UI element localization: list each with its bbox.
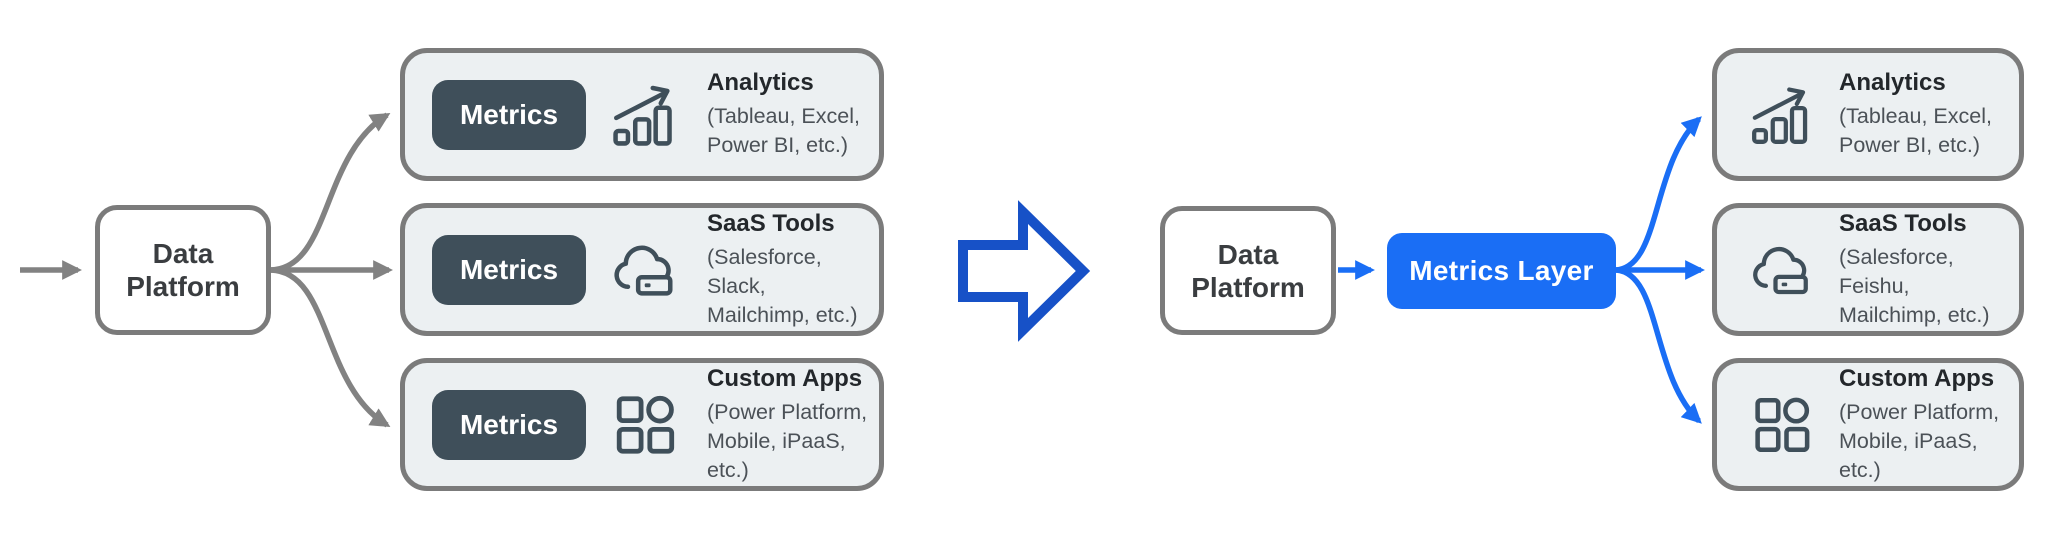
trend-bar-chart-icon: [1748, 82, 1814, 148]
metrics-badge: Metrics: [432, 389, 586, 460]
apps-grid-icon: [609, 390, 679, 460]
right-block-arrow-icon: [958, 200, 1091, 342]
after-saas-tools-sub2: Mailchimp, etc.): [1839, 302, 1990, 327]
before-custom-apps-box: Metrics Custom Apps (Power Platform, Mob…: [400, 358, 884, 491]
after-saas-tools-sub1: (Salesforce, Feishu,: [1839, 244, 1954, 298]
before-saas-tools-sub1: (Salesforce, Slack,: [707, 244, 822, 298]
after-custom-apps-title: Custom Apps: [1839, 364, 1995, 392]
before-custom-apps-title: Custom Apps: [707, 364, 863, 392]
before-saas-tools-box: Metrics SaaS Tools (Salesforce, Slack, M…: [400, 203, 884, 336]
metrics-layer-node: Metrics Layer: [1387, 233, 1616, 309]
after-fanout-connectors: [1615, 116, 1705, 424]
after-custom-apps-sub1: (Power Platform,: [1839, 399, 2000, 424]
after-saas-tools-box: SaaS Tools (Salesforce, Feishu, Mailchim…: [1712, 203, 2024, 336]
after-data-platform-label: Data Platform: [1191, 238, 1305, 303]
before-analytics-sub2: Power BI, etc.): [707, 133, 848, 157]
before-saas-tools-title: SaaS Tools: [707, 209, 835, 237]
entry-arrow: [20, 260, 82, 280]
after-saas-tools-title: SaaS Tools: [1839, 209, 1967, 237]
before-fanout-connectors: [270, 112, 393, 428]
before-analytics-box: Metrics Analytics (Tableau, Excel, Power…: [400, 48, 884, 181]
after-data-platform-node: Data Platform: [1160, 206, 1336, 335]
metrics-badge: Metrics: [432, 79, 586, 150]
after-analytics-sub1: (Tableau, Excel,: [1839, 104, 1992, 128]
after-analytics-title: Analytics: [1839, 69, 1946, 96]
after-custom-apps-box: Custom Apps (Power Platform, Mobile, iPa…: [1712, 358, 2024, 491]
cloud-server-icon: [1748, 237, 1814, 303]
after-analytics-sub2: Power BI, etc.): [1839, 133, 1980, 157]
after-analytics-box: Analytics (Tableau, Excel, Power BI, etc…: [1712, 48, 2024, 181]
apps-grid-icon: [1748, 392, 1814, 458]
after-dp-to-metrics-arrow: [1338, 260, 1375, 280]
cloud-server-icon: [609, 235, 679, 305]
before-custom-apps-sub2: Mobile, iPaaS, etc.): [707, 428, 846, 482]
before-analytics-sub1: (Tableau, Excel,: [707, 104, 860, 128]
trend-bar-chart-icon: [609, 80, 679, 150]
before-data-platform-node: Data Platform: [95, 205, 271, 335]
before-saas-tools-sub2: Mailchimp, etc.): [707, 302, 858, 327]
before-analytics-title: Analytics: [707, 69, 814, 96]
before-custom-apps-sub1: (Power Platform,: [707, 399, 868, 424]
metrics-badge: Metrics: [432, 234, 586, 305]
before-data-platform-label: Data Platform: [126, 238, 240, 302]
after-custom-apps-sub2: Mobile, iPaaS, etc.): [1839, 428, 1978, 482]
